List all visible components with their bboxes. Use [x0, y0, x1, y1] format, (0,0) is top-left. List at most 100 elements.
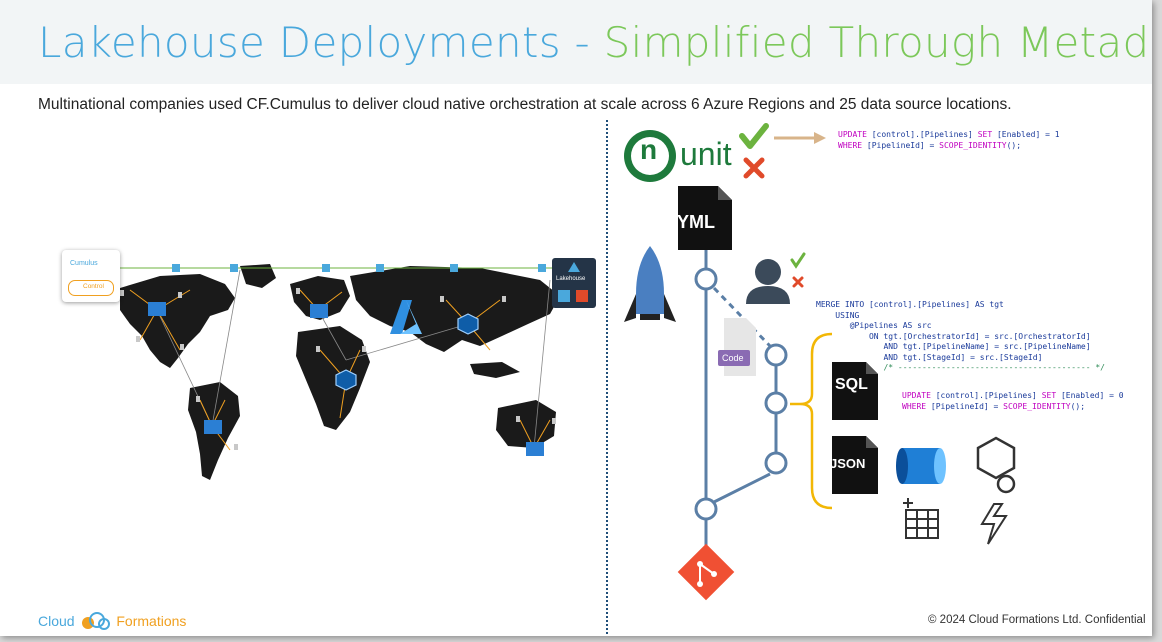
source-node-icon — [180, 344, 184, 350]
gateway-icon — [230, 264, 238, 272]
result-arrow-icon — [774, 132, 826, 144]
link-line — [345, 323, 469, 361]
cross-icon — [743, 157, 765, 179]
greenland-shape — [240, 264, 276, 288]
footer-brand-part-2: Formations — [116, 613, 187, 629]
cumulus-label: Cumulus — [70, 260, 98, 267]
merge-line: ON tgt.[OrchestratorId] = src.[Orchestra… — [868, 331, 1091, 341]
devops-diagram — [624, 123, 1016, 601]
sql-file-icon — [832, 362, 878, 420]
footer-copyright: © 2024 Cloud Formations Ltd. Confidentia… — [928, 614, 1146, 626]
continents — [120, 264, 560, 480]
footer-brand-part-1: Cloud — [38, 613, 75, 629]
databricks-icon — [576, 290, 588, 302]
link-line — [317, 309, 347, 361]
rocket-icon — [624, 246, 676, 322]
source-node-icon — [196, 396, 200, 402]
control-label: Control — [83, 283, 104, 290]
source-node-icon — [440, 296, 444, 302]
user-icon — [746, 252, 806, 304]
world-map-diagram — [70, 264, 570, 480]
merge-line: @Pipelines AS src — [849, 321, 932, 330]
delta-icon — [558, 290, 570, 302]
yml-file-icon — [678, 186, 732, 250]
data-factory-icon — [204, 420, 222, 434]
check-icon — [739, 123, 769, 149]
nunit-label: unit — [680, 136, 732, 172]
code-snippet-merge: MERGE INTO [control].[Pipelines] AS tgt … — [816, 300, 1105, 374]
source-node-icon — [178, 292, 182, 298]
commit-node — [764, 343, 788, 367]
asia-shape — [350, 266, 560, 352]
indonesia-shape — [470, 362, 520, 378]
sql-label: SQL — [835, 376, 868, 393]
code-file-icon — [718, 318, 756, 376]
json-label: JSON — [830, 456, 866, 471]
source-node-icon — [502, 296, 506, 302]
commit-node — [764, 391, 788, 415]
table-add-icon — [903, 498, 939, 539]
africa-shape — [296, 326, 370, 430]
source-node-icon — [362, 346, 366, 352]
page-title: Lakehouse Deployments - Simplified Throu… — [38, 18, 1152, 67]
commit-node — [694, 497, 718, 521]
source-nodes — [120, 288, 556, 450]
merge-line — [713, 472, 771, 504]
merge-line: /* -------------------------------------… — [883, 363, 1105, 372]
merge-line: USING — [835, 310, 860, 320]
gateway-icon — [376, 264, 384, 272]
australia-shape — [496, 400, 556, 448]
gateway-icon — [450, 264, 458, 272]
merge-line: AND tgt.[PipelineName] = src.[PipelineNa… — [883, 342, 1091, 351]
code-label: Code — [722, 353, 744, 363]
azure-logo-icon — [390, 300, 422, 334]
section-divider — [606, 120, 608, 634]
footer-brand: Cloud Formations — [38, 612, 186, 630]
nunit-logo — [624, 130, 676, 182]
source-node-icon — [234, 444, 238, 450]
synapse-icon — [457, 313, 479, 335]
source-node-icon — [516, 416, 520, 422]
merge-line: AND tgt.[StageId] = src.[StageId] — [883, 352, 1043, 362]
synapse-hubs — [335, 313, 479, 391]
git-icon — [677, 543, 735, 601]
title-part-1: Lakehouse Deployments - — [38, 18, 604, 67]
gateway-icon — [172, 264, 180, 272]
source-node-icon — [316, 346, 320, 352]
gateway-nodes — [172, 264, 546, 272]
data-factory-icon — [148, 302, 166, 316]
north-america-shape — [120, 274, 235, 368]
commit-node — [694, 267, 718, 291]
source-node-icon — [552, 418, 556, 424]
europe-shape — [290, 276, 350, 320]
merge-line: MERGE INTO [control].[Pipelines] AS tgt — [816, 300, 1004, 309]
code-snippet-enable: UPDATE [control].[Pipelines] SET [Enable… — [838, 130, 1060, 150]
title-band — [0, 0, 1152, 84]
gateway-icon — [322, 264, 330, 272]
cloud-formations-logo-icon — [82, 612, 111, 630]
link-line — [211, 269, 241, 427]
commit-node — [764, 451, 788, 475]
subtitle: Multinational companies used CF.Cumulus … — [38, 96, 1012, 113]
feature-branch-dashed — [712, 286, 772, 348]
gateway-icon — [538, 264, 546, 272]
storage-cylinder-icon — [896, 448, 946, 484]
json-file-icon — [832, 436, 878, 494]
flow-arrow — [156, 309, 181, 351]
synapse-icon — [335, 369, 357, 391]
lakehouse-card: Lakehouse — [552, 258, 596, 308]
control-badge: Control — [68, 280, 114, 296]
lakehouse-logo-icon — [568, 262, 580, 272]
trigger-icon — [980, 503, 1008, 545]
source-node-icon — [136, 336, 140, 342]
yml-label: YML — [677, 212, 715, 232]
data-factory-icon — [526, 442, 544, 456]
title-part-2: Simplified Through Metadata — [603, 18, 1152, 67]
source-node-icon — [296, 288, 300, 294]
nunit-letter: n — [640, 134, 658, 165]
link-line — [533, 279, 551, 449]
data-factory-icon — [310, 304, 328, 318]
cumulus-card: Cumulus Control — [62, 250, 120, 302]
linked-service-icon — [976, 436, 1016, 494]
